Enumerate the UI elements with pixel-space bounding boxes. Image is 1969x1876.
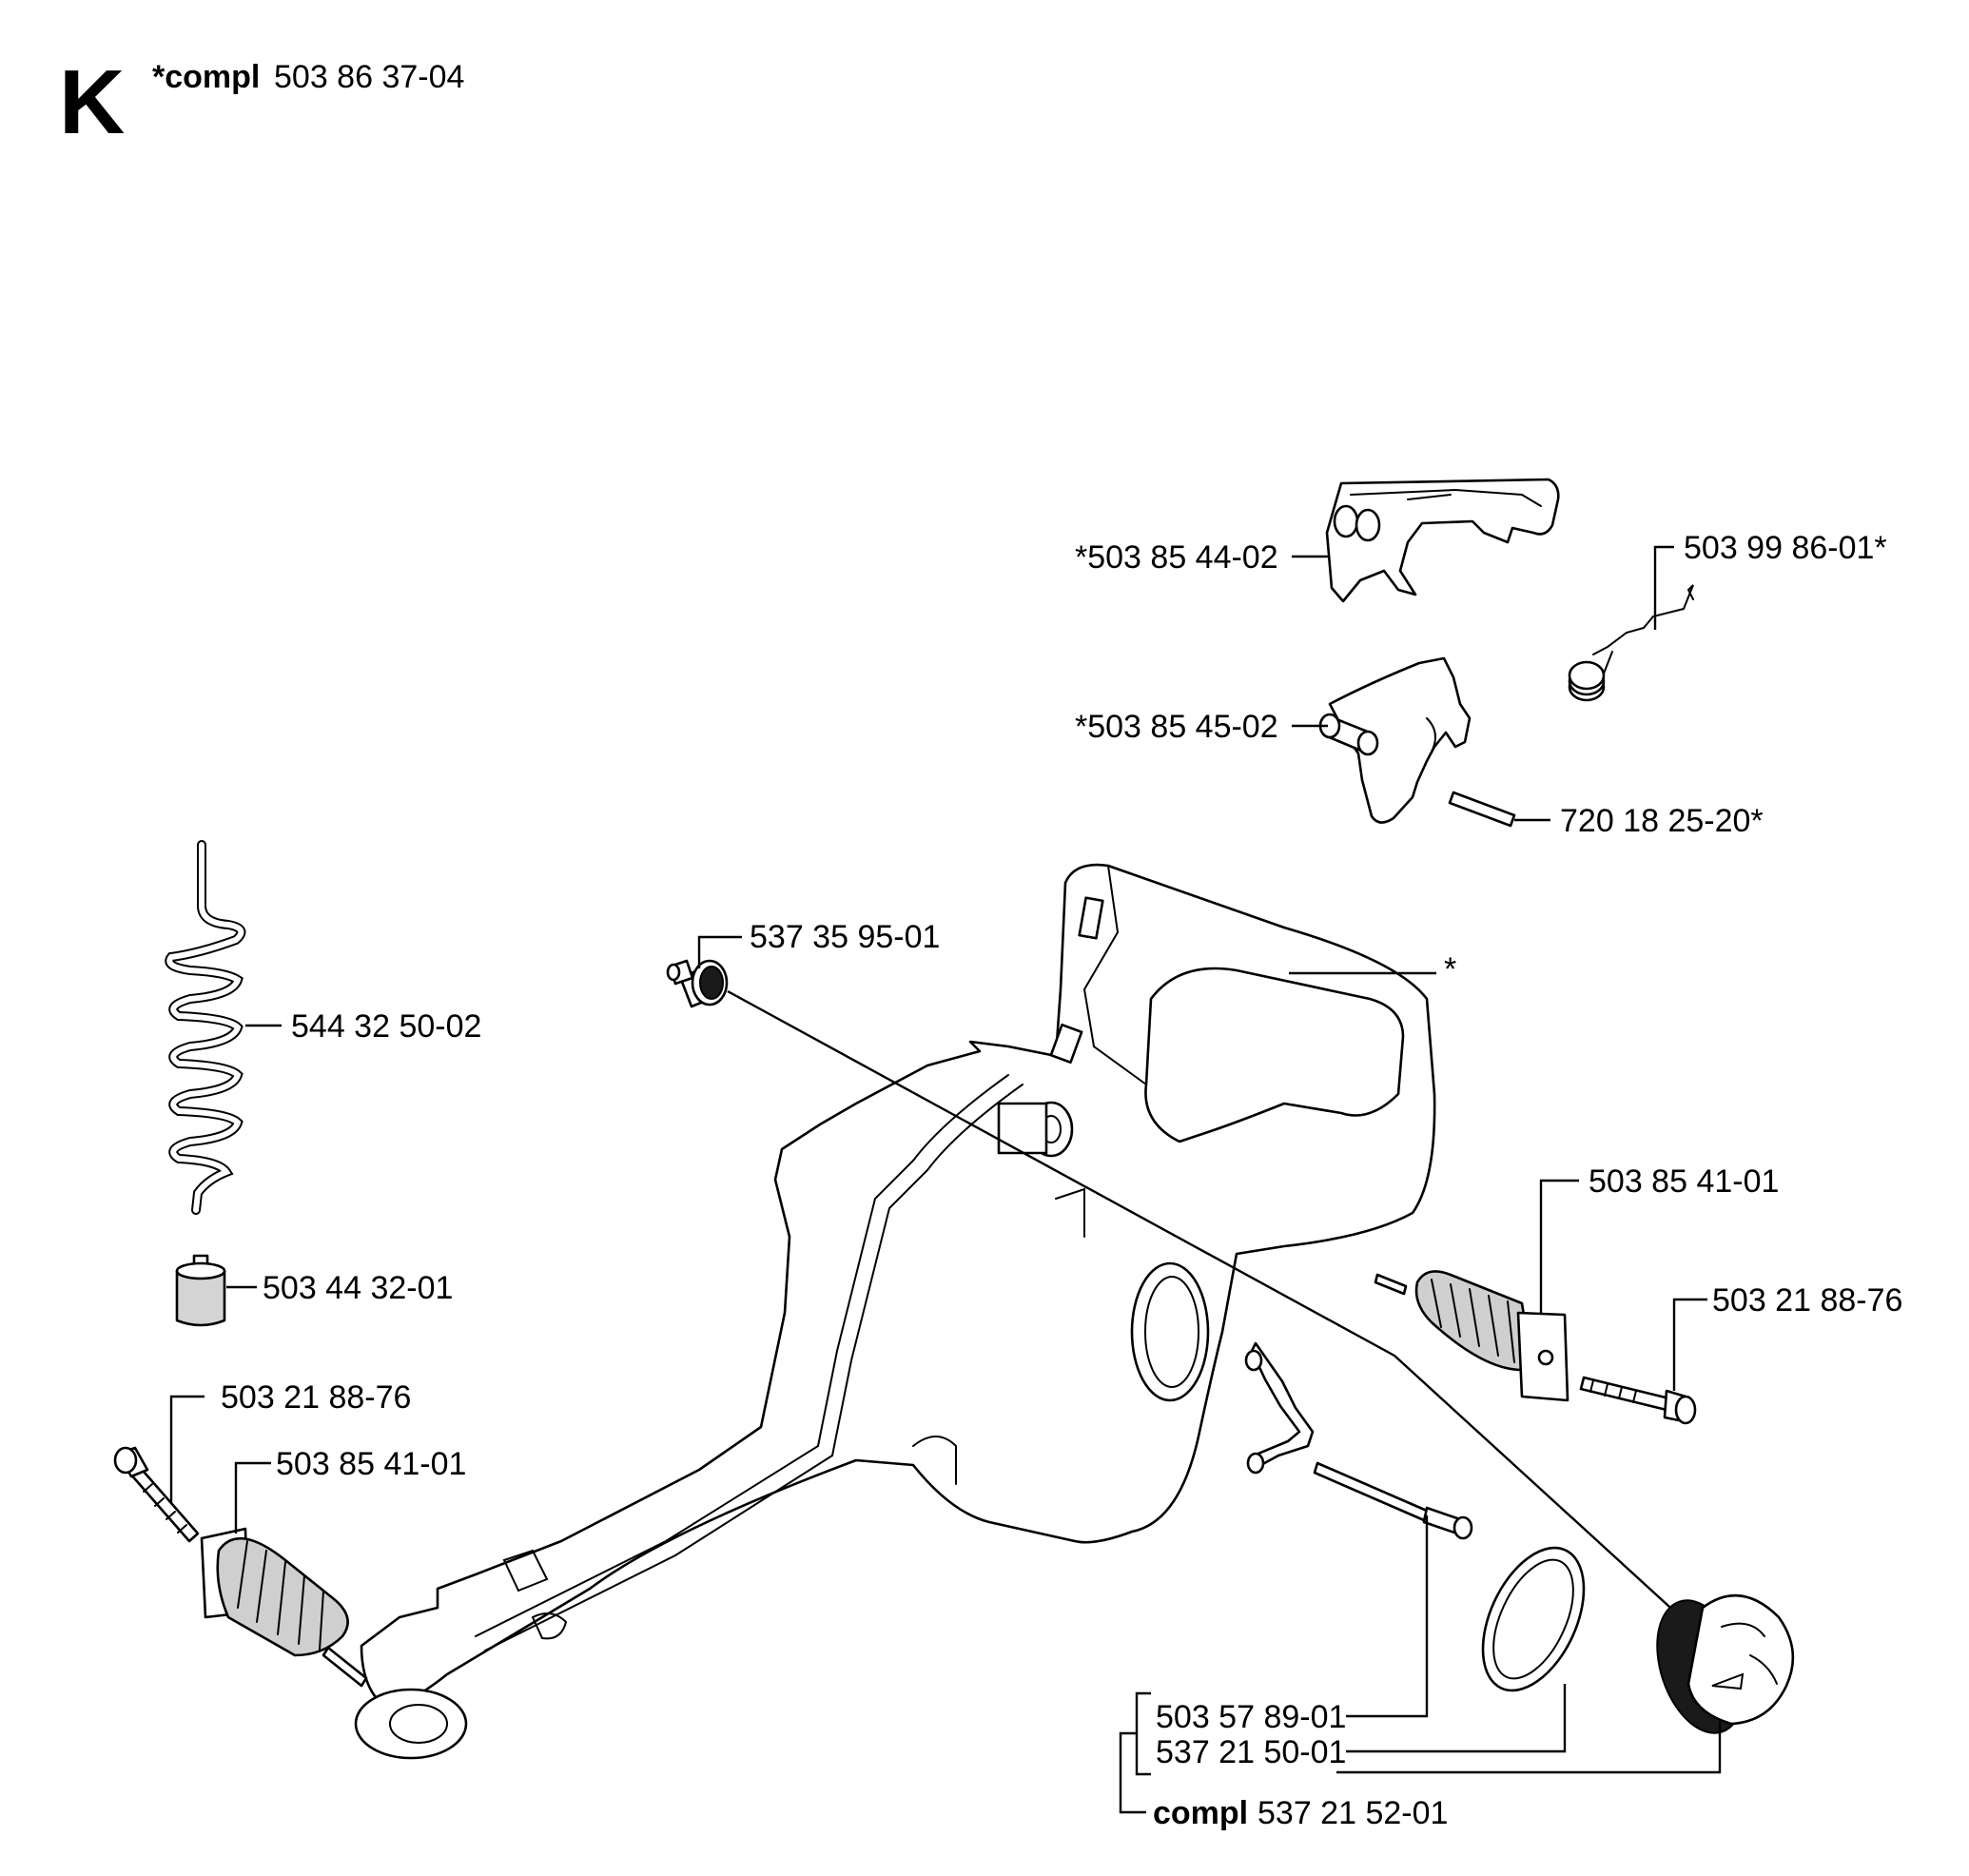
plug-axis-line [727, 989, 1395, 1358]
seal-ring-illustration [1481, 1546, 1586, 1692]
label-seal-ring: 537 21 50-01 [1156, 1734, 1346, 1770]
label-handle-asterisk: * [1444, 951, 1456, 987]
label-fuel-filter: 503 44 32-01 [263, 1270, 453, 1306]
fuel-hose-illustration [165, 840, 246, 1215]
av-element-left-illustration [200, 1527, 368, 1688]
screw-right-illustration [1579, 1376, 1697, 1425]
fuel-cap-illustration [1656, 1593, 1795, 1734]
throttle-lockout-illustration [1318, 656, 1472, 824]
fuel-filter-illustration [175, 1254, 226, 1327]
label-cap-compl-prefix: compl [1153, 1795, 1248, 1831]
plug-illustration [666, 959, 729, 1008]
label-fuel-hose: 544 32 50-02 [291, 1008, 481, 1045]
label-cap-compl-number: 537 21 52-01 [1257, 1795, 1448, 1831]
screw-left-illustration [113, 1446, 200, 1543]
label-throttle-trigger: *503 85 44-02 [1075, 539, 1278, 576]
av-element-right-illustration [1374, 1270, 1569, 1402]
rear-handle-tank-illustration [354, 863, 1436, 1760]
pin-illustration [1448, 791, 1516, 828]
section-compl-number: 503 86 37-04 [274, 59, 464, 95]
label-pin: 720 18 25-20* [1560, 803, 1764, 839]
label-screw-left: 503 21 88-76 [221, 1379, 411, 1416]
label-av-element-left: 503 85 41-01 [276, 1446, 466, 1482]
section-compl-prefix: *compl [152, 59, 260, 95]
label-throttle-lockout: *503 85 45-02 [1075, 709, 1278, 745]
strap-illustration [1244, 1341, 1713, 1647]
section-letter: K [59, 51, 125, 153]
spring-right-illustration [1568, 584, 1694, 702]
leader-lines [169, 545, 1722, 1814]
label-screw-right: 503 21 88-76 [1712, 1282, 1902, 1319]
label-strap: 503 57 89-01 [1156, 1699, 1346, 1735]
label-spring-right: 503 99 86-01* [1684, 530, 1887, 566]
throttle-trigger-illustration [1325, 478, 1560, 603]
label-av-element-right: 503 85 41-01 [1589, 1163, 1779, 1200]
label-plug: 537 35 95-01 [750, 919, 940, 955]
